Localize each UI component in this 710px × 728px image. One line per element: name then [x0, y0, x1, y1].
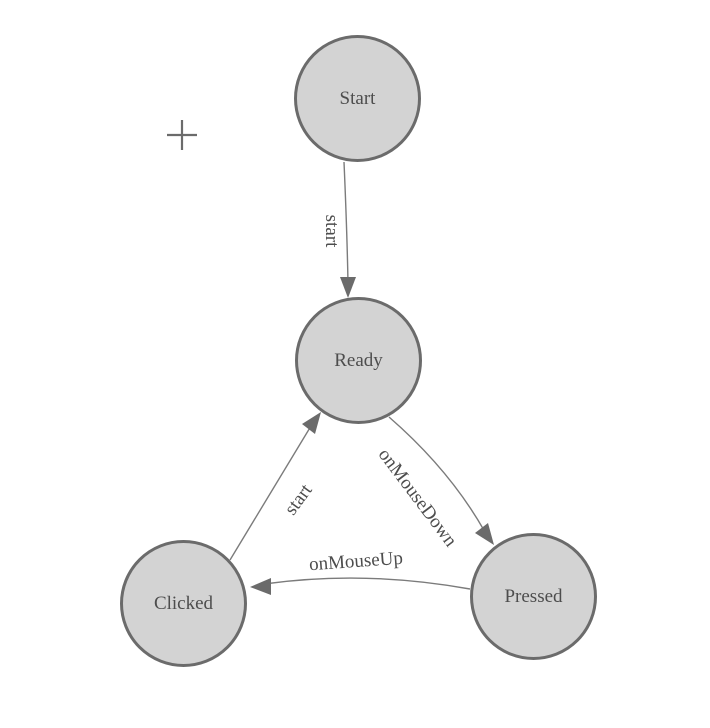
state-node-pressed[interactable]: Pressed: [470, 533, 597, 660]
state-node-start[interactable]: Start: [294, 35, 421, 162]
crosshair-marker-icon: [167, 120, 197, 150]
state-label-start: Start: [339, 87, 376, 109]
transition-ready-to-pressed[interactable]: [388, 416, 494, 545]
transition-clicked-to-ready[interactable]: [229, 412, 321, 561]
transition-label-start-to-ready: start: [321, 214, 342, 248]
arrowhead-icon: [475, 523, 494, 545]
state-label-ready: Ready: [334, 349, 383, 371]
arrowhead-icon: [250, 578, 271, 595]
transition-start-to-ready[interactable]: [340, 161, 356, 298]
state-node-clicked[interactable]: Clicked: [120, 540, 247, 667]
state-label-clicked: Clicked: [153, 592, 214, 614]
transition-pressed-to-clicked[interactable]: [250, 577, 471, 595]
state-label-pressed: Pressed: [504, 585, 563, 607]
arrowhead-icon: [302, 412, 321, 434]
arrowhead-icon: [340, 277, 356, 298]
state-node-ready[interactable]: Ready: [295, 297, 422, 424]
